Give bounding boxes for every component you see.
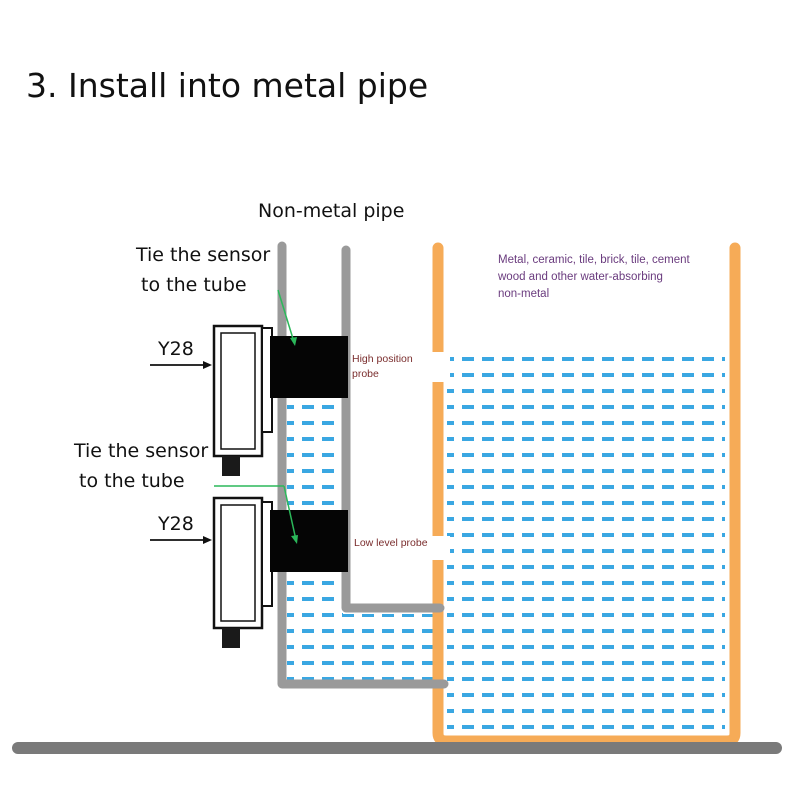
low-level-probe	[270, 510, 348, 572]
sensor-model-label-top: Y28	[158, 338, 194, 360]
pipe-water-bottom	[343, 614, 438, 684]
pointer-arrow-y28-bottom	[150, 536, 212, 544]
tie-arrow-top	[277, 289, 297, 346]
low-probe-label: Low level probe	[354, 536, 440, 551]
pointer-arrow-y28-top	[150, 361, 212, 369]
non-metal-pipe-label: Non-metal pipe	[258, 200, 405, 222]
container	[432, 242, 741, 747]
container-material-label: Metal, ceramic, tile, brick, tile, cemen…	[498, 252, 723, 303]
container-material-line3: non-metal	[498, 288, 550, 300]
high-position-probe	[270, 336, 348, 398]
sensor-model-label-bottom: Y28	[158, 513, 194, 535]
tie-sensor-label-bottom-line1: Tie the sensor	[74, 440, 209, 462]
sensor-y28-top	[212, 324, 348, 476]
container-material-line2: wood and other water-absorbing	[498, 271, 663, 283]
tie-sensor-label-bottom-line2: to the tube	[79, 470, 185, 492]
container-material-line1: Metal, ceramic, tile, brick, tile, cemen…	[498, 254, 690, 266]
sensor-y28-bottom	[212, 496, 348, 648]
tie-arrow-bottom	[214, 485, 298, 544]
high-probe-label: High position probe	[352, 352, 428, 382]
page-title: 3. Install into metal pipe	[26, 66, 429, 105]
tie-sensor-label-top-line1: Tie the sensor	[136, 244, 271, 266]
tie-sensor-label-top-line2: to the tube	[141, 274, 247, 296]
non-metal-pipe-inner	[341, 245, 445, 613]
tie-sensor-label-bottom: Tie the sensor to the tube	[74, 436, 208, 496]
container-water	[447, 357, 725, 729]
tie-sensor-label-top: Tie the sensor to the tube	[136, 240, 270, 300]
